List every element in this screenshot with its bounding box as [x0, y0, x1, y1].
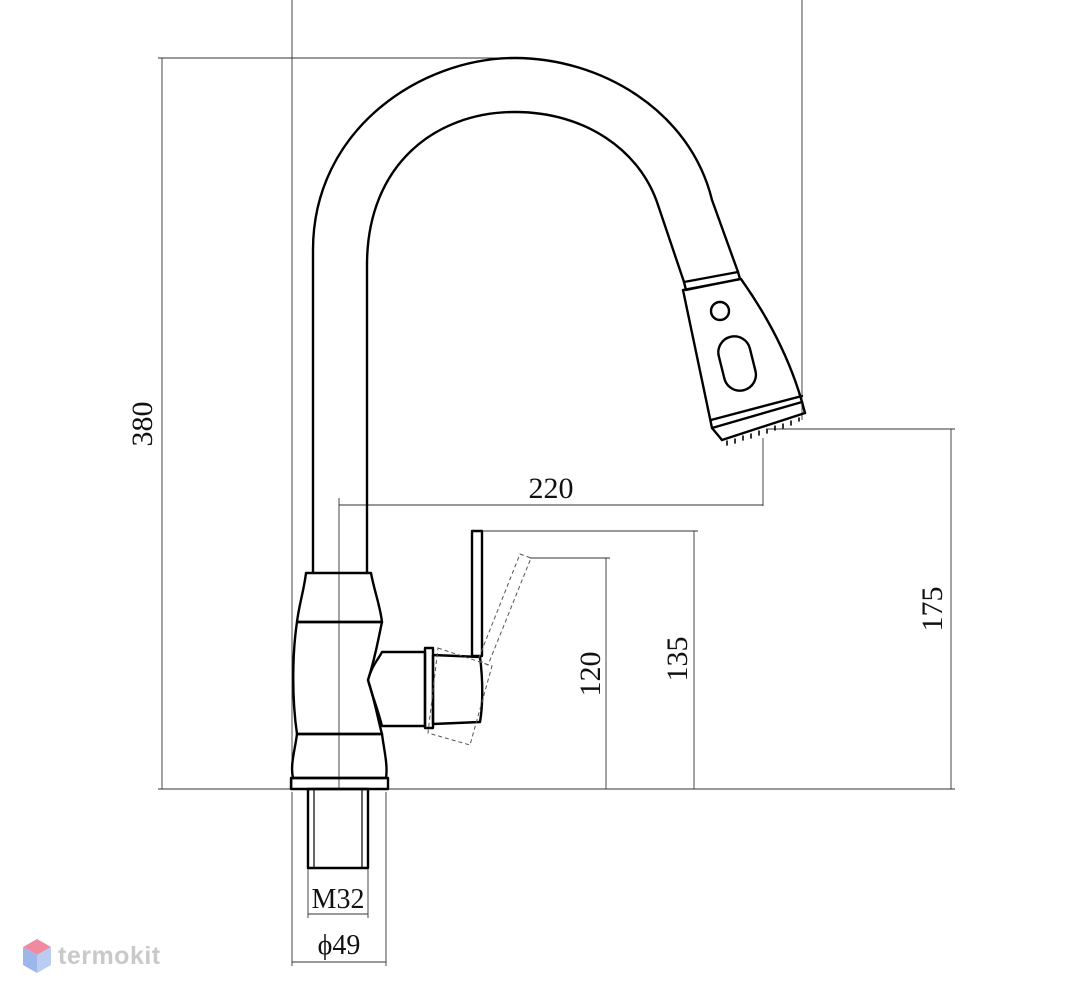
- lever-tilted-position: [427, 553, 532, 746]
- lever-hub: [431, 653, 484, 726]
- lever-handle: [470, 529, 484, 658]
- termokit-logo-icon: [23, 939, 51, 973]
- base-flange: [289, 776, 390, 791]
- spray-head: [681, 277, 804, 430]
- threaded-shank: [306, 787, 370, 870]
- dim-label-phi49: ϕ49: [318, 930, 361, 961]
- dim-label-135: 135: [661, 637, 694, 682]
- spout-inner: [365, 110, 686, 574]
- dim-label-220: 220: [529, 472, 574, 505]
- spout-outer: [311, 56, 740, 574]
- watermark-brand-text: termokit: [58, 941, 161, 970]
- body-middle: [292, 620, 384, 736]
- dim-label-380: 380: [126, 402, 159, 447]
- spray-nozzles: [726, 417, 800, 446]
- watermark: termokit: [22, 934, 161, 978]
- spray-button-long: [717, 335, 758, 392]
- dim-label-175: 175: [916, 587, 949, 632]
- dim-label-m32: M32: [312, 884, 365, 915]
- body-upper: [295, 571, 384, 624]
- spray-button-small: [709, 300, 731, 322]
- faucet-outline: [289, 56, 807, 870]
- cartridge-housing: [366, 650, 427, 728]
- dim-label-120: 120: [574, 652, 607, 697]
